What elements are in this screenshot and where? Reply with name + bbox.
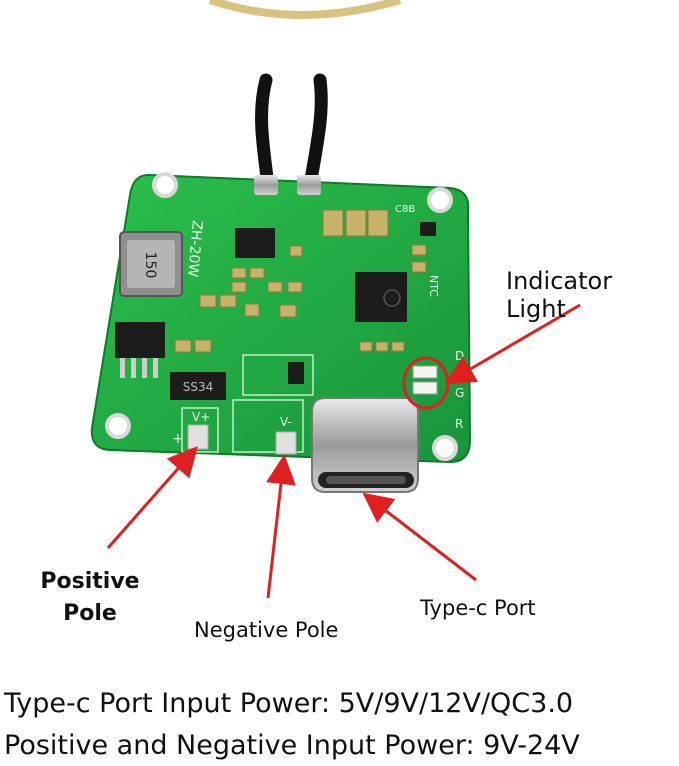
silk-g: G xyxy=(455,386,464,400)
mosfet xyxy=(288,362,304,384)
chip-regulator xyxy=(115,322,165,358)
silk-r: R xyxy=(455,417,463,431)
arrow-negative xyxy=(266,454,296,599)
label-positive-line1: Positive xyxy=(40,569,140,594)
wire-pad xyxy=(254,175,278,195)
diode-ss34 xyxy=(170,372,226,400)
diode-label: SS34 xyxy=(183,380,214,394)
led-pad xyxy=(412,365,438,379)
chip-regulator-legs xyxy=(120,358,158,378)
chip-small xyxy=(420,222,436,236)
silk-d: D xyxy=(455,349,464,363)
label-positive-line2: Pole xyxy=(63,601,117,626)
model-silkscreen: ZH-20W xyxy=(184,220,205,278)
top-cable xyxy=(208,0,402,19)
mount-hole xyxy=(152,172,178,198)
mount-hole xyxy=(432,435,458,461)
wire-pad xyxy=(297,175,321,195)
silk-ntc: NTC xyxy=(427,275,440,297)
inductor-label: 150 xyxy=(142,252,158,279)
chip-ic xyxy=(235,228,275,258)
label-negative-pole: Negative Pole xyxy=(194,618,339,642)
arrow-positive xyxy=(106,445,198,549)
label-typec-port: Type-c Port xyxy=(420,596,536,620)
label-positive-pole: Positive Pole xyxy=(30,566,150,630)
arrow-indicator xyxy=(444,303,581,385)
label-indicator-light: Indicator Light xyxy=(506,267,613,323)
spec-typec-power: Type-c Port Input Power: 5V/9V/12V/QC3.0 xyxy=(4,688,574,719)
mount-hole xyxy=(427,187,453,213)
negative-pad xyxy=(275,431,297,455)
silk-plus: + xyxy=(172,431,184,447)
mount-hole xyxy=(105,413,131,439)
positive-pad xyxy=(187,424,209,450)
chip-mcu xyxy=(355,272,407,322)
silk-v-minus: V- xyxy=(280,415,292,429)
wire-left xyxy=(255,73,275,192)
led-pad xyxy=(412,381,438,395)
wire-right xyxy=(303,73,328,192)
silk-c8b: C8B xyxy=(395,204,415,215)
arrow-typec xyxy=(362,492,477,582)
capacitors xyxy=(174,209,427,353)
silk-outlines xyxy=(181,354,314,453)
spec-pole-power: Positive and Negative Input Power: 9V-24… xyxy=(4,730,580,761)
silk-v-plus: V+ xyxy=(192,410,210,424)
